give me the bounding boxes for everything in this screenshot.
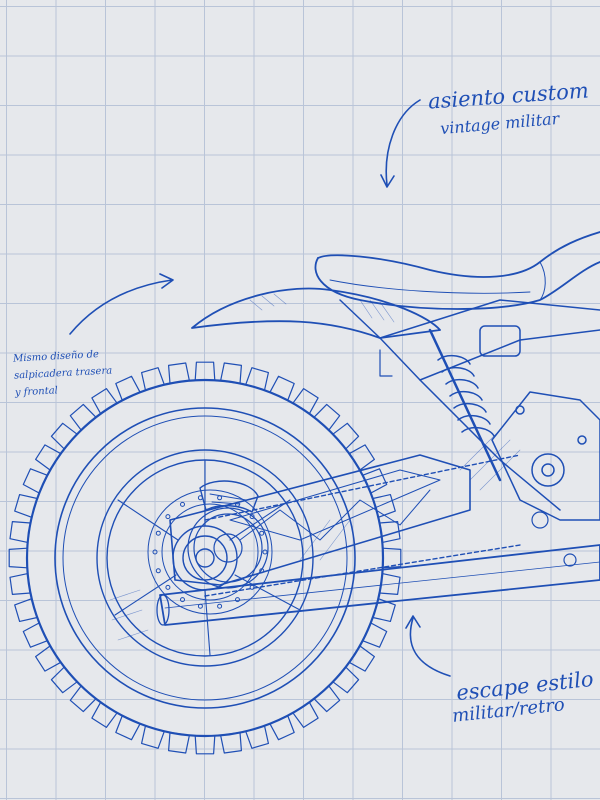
disc-hole	[165, 584, 171, 590]
rear-sprocket	[187, 507, 269, 589]
tire-knob	[362, 622, 388, 648]
tire-knob	[269, 375, 295, 401]
tire-knob	[91, 388, 118, 415]
tire-knob	[115, 715, 141, 741]
tire-knob	[168, 362, 190, 385]
tire-knob	[69, 685, 97, 713]
disc-hole	[217, 603, 223, 609]
rear-rim	[96, 449, 314, 667]
tire-knob	[245, 725, 269, 749]
disc-hole	[180, 501, 185, 507]
tire-knob	[50, 666, 78, 694]
fender-annotation: Mismo diseño de salpicadera trasera y fr…	[13, 345, 114, 401]
rear-shock	[428, 325, 521, 482]
tire-knob	[22, 468, 48, 494]
tire-knob	[194, 735, 216, 755]
tire-knob	[14, 598, 38, 622]
drive-chain	[204, 454, 521, 597]
tire-knob	[35, 645, 62, 672]
tire-knob	[220, 362, 242, 385]
tire-knob	[168, 731, 190, 754]
exhaust-muffler	[156, 544, 600, 626]
tire-knobs	[8, 361, 402, 755]
exhaust-arrow	[405, 615, 451, 677]
tire-knob	[50, 422, 78, 450]
tire-knob	[292, 701, 319, 728]
tire-knob	[115, 375, 141, 401]
tire-knob	[220, 731, 242, 754]
hatching	[109, 293, 521, 641]
brake-disc	[147, 489, 273, 615]
disc-hole	[217, 495, 223, 501]
tire-knob	[141, 725, 165, 749]
disc-hole	[180, 597, 185, 603]
disc-hole	[165, 514, 171, 520]
disc-hole	[155, 530, 161, 536]
tire-knob	[245, 367, 269, 391]
disc-hole	[235, 597, 240, 603]
tire-knob	[372, 494, 396, 518]
tire-knob	[35, 444, 62, 471]
engine-side-cover	[491, 391, 600, 567]
tire-knob	[348, 645, 375, 672]
tire-knob	[69, 403, 97, 431]
tire-knob	[194, 361, 216, 381]
brake-caliper	[199, 480, 259, 513]
tire-knob	[348, 444, 375, 471]
tire-knob	[362, 468, 388, 494]
tire-knob	[269, 715, 295, 741]
seat-arrow	[380, 99, 421, 188]
disc-hole	[152, 549, 158, 555]
rear-tire	[8, 361, 402, 755]
disc-hole	[259, 530, 265, 536]
tire-knob	[9, 521, 32, 543]
tire-knob	[332, 422, 360, 450]
swingarm	[169, 454, 471, 586]
fender-arrow	[69, 273, 174, 335]
disc-hole	[249, 514, 255, 520]
tire-knob	[9, 573, 32, 595]
tire-knob	[14, 494, 38, 518]
tire-knob	[378, 573, 401, 595]
disc-hole	[155, 568, 161, 574]
tire-knob	[141, 367, 165, 391]
tire-knob	[91, 701, 118, 728]
disc-hole	[262, 549, 268, 555]
tire-knob	[313, 403, 341, 431]
tire-knob	[382, 547, 402, 569]
tire-knob	[313, 685, 341, 713]
rear-fender	[191, 287, 441, 339]
tire-knob	[8, 547, 28, 569]
tire-knob	[332, 666, 360, 694]
tire-knob	[372, 598, 396, 622]
tire-knob	[292, 388, 319, 415]
tire-knob	[22, 622, 48, 648]
custom-seat	[314, 231, 600, 310]
